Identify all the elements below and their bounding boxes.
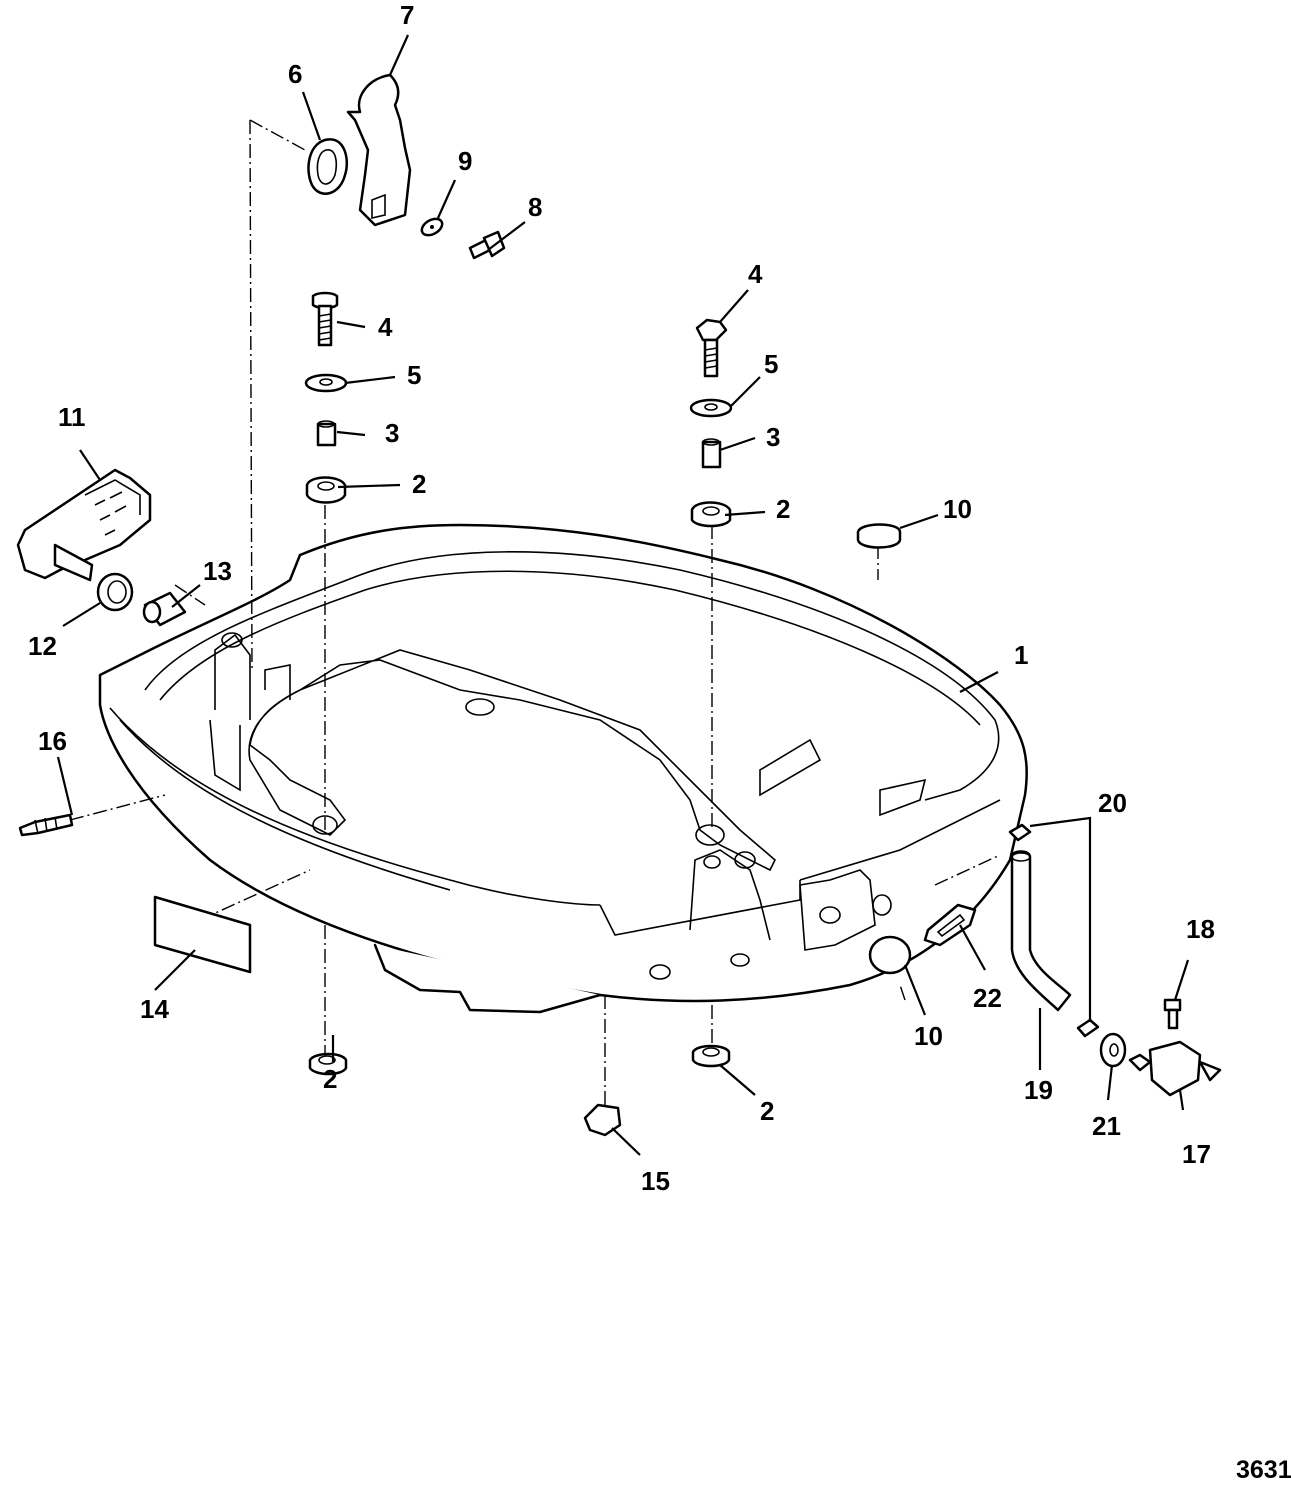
- right-mount-stack: [689, 318, 733, 528]
- callout-22: 22: [973, 983, 1002, 1013]
- washer-part-21: [1099, 1032, 1127, 1068]
- callout-20: 20: [1098, 788, 1127, 818]
- callout-9: 9: [458, 146, 472, 176]
- callout-labels: 1 2 2 2 2 3 3 4 4 5 5 6 7 8 9 10 10 11 1…: [28, 0, 1291, 1484]
- callout-5-left: 5: [407, 360, 421, 390]
- callout-21: 21: [1092, 1111, 1121, 1141]
- callout-2-left-lower: 2: [323, 1064, 337, 1094]
- callout-6: 6: [288, 59, 302, 89]
- callout-3-right: 3: [766, 422, 780, 452]
- seal-part-22: [923, 903, 977, 947]
- left-mount-stack: [304, 291, 348, 504]
- plug-part-15: [583, 1103, 622, 1137]
- callout-2-right-upper: 2: [776, 494, 790, 524]
- callout-4-right: 4: [748, 259, 763, 289]
- callout-5-right: 5: [764, 349, 778, 379]
- plug-part-10-bottom: [868, 935, 912, 975]
- hook-part-7: [346, 73, 412, 227]
- seal-part-12: [96, 572, 134, 612]
- seal-part-6: [307, 138, 349, 195]
- plug-part-10-top: [856, 523, 902, 549]
- callout-1: 1: [1014, 640, 1028, 670]
- washer-part-9: [420, 217, 444, 237]
- callout-12: 12: [28, 631, 57, 661]
- grommet-part-2-bottom-left: [308, 1052, 348, 1076]
- hose-part-19: [1010, 850, 1072, 1012]
- callout-18: 18: [1186, 914, 1215, 944]
- screw-part-18: [1163, 998, 1182, 1030]
- decal-part-14: [153, 895, 252, 974]
- fitting-part-16: [18, 813, 74, 837]
- bottom-cowl-part-1: [98, 523, 1028, 1014]
- callout-11: 11: [58, 402, 86, 432]
- callout-2-left-upper: 2: [412, 469, 426, 499]
- callout-19: 19: [1024, 1075, 1053, 1105]
- screw-part-8: [468, 230, 506, 260]
- callout-8: 8: [528, 192, 542, 222]
- fitting-part-17: [1128, 1040, 1222, 1097]
- bushing-part-13: [142, 591, 187, 627]
- callout-15: 15: [641, 1166, 670, 1196]
- callout-4-left: 4: [378, 312, 393, 342]
- callout-14: 14: [140, 994, 169, 1024]
- callout-10-top: 10: [943, 494, 972, 524]
- callout-13: 13: [203, 556, 232, 586]
- callout-10-bottom: 10: [914, 1021, 943, 1051]
- alignment-lines: [69, 119, 1001, 1105]
- callout-7: 7: [400, 0, 414, 30]
- clamps-part-20: [1008, 823, 1100, 1038]
- callout-16: 16: [38, 726, 67, 756]
- handle-part-11: [16, 468, 152, 582]
- callout-17: 17: [1182, 1139, 1211, 1169]
- leader-lines: [56, 34, 1190, 1156]
- callout-2-right-lower: 2: [760, 1096, 774, 1126]
- callout-3-left: 3: [385, 418, 399, 448]
- grommet-part-2-bottom-right: [691, 1044, 731, 1068]
- figure-reference-number: 3631: [1236, 1456, 1291, 1484]
